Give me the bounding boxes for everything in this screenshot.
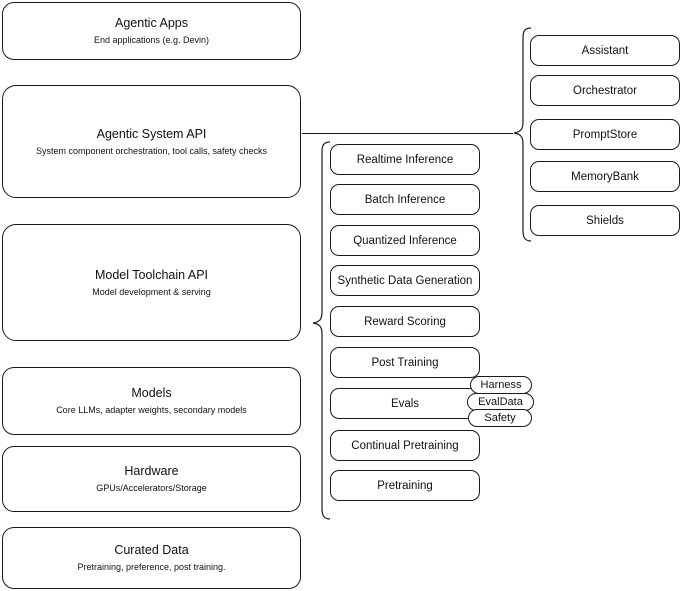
eval-pill-safety[interactable]: Safety — [468, 409, 532, 427]
layer-box-agentic-apps[interactable]: Agentic Apps End applications (e.g. Devi… — [2, 2, 301, 60]
toolchain-chip-synthetic-data-generation[interactable]: Synthetic Data Generation — [330, 265, 480, 296]
toolchain-chip-batch-inference[interactable]: Batch Inference — [330, 184, 480, 215]
layer-box-hardware[interactable]: Hardware GPUs/Accelerators/Storage — [2, 446, 301, 512]
chip-label: Assistant — [581, 44, 629, 57]
chip-label: MemoryBank — [571, 170, 639, 183]
layer-subtitle: End applications (e.g. Devin) — [93, 35, 210, 45]
chip-label: Batch Inference — [364, 193, 446, 206]
pill-label: Harness — [480, 379, 522, 391]
connector-system-api-to-components — [302, 133, 513, 134]
layer-subtitle: Pretraining, preference, post training. — [77, 562, 226, 572]
eval-pill-evaldata[interactable]: EvalData — [467, 393, 534, 411]
layer-title: Agentic System API — [96, 126, 207, 141]
layer-title: Agentic Apps — [115, 16, 188, 30]
layer-box-models[interactable]: Models Core LLMs, adapter weights, secon… — [2, 367, 301, 435]
chip-label: Shields — [586, 214, 624, 227]
toolchain-chip-pretraining[interactable]: Pretraining — [330, 470, 480, 501]
eval-pill-harness[interactable]: Harness — [470, 376, 532, 394]
brace-toolchain — [312, 141, 331, 520]
chip-label: Synthetic Data Generation — [337, 274, 473, 287]
toolchain-chip-quantized-inference[interactable]: Quantized Inference — [330, 225, 480, 256]
brace-system-components — [513, 27, 532, 242]
chip-label: Evals — [390, 397, 420, 410]
chip-label: Post Training — [371, 356, 439, 369]
layer-box-curated-data[interactable]: Curated Data Pretraining, preference, po… — [2, 527, 301, 589]
toolchain-chip-realtime-inference[interactable]: Realtime Inference — [330, 144, 480, 175]
layer-subtitle: Model development & serving — [92, 286, 211, 297]
layer-title: Models — [131, 386, 172, 400]
pill-label: Safety — [484, 412, 516, 424]
chip-label: Pretraining — [377, 479, 433, 492]
layer-title: Hardware — [124, 464, 179, 478]
layer-subtitle: GPUs/Accelerators/Storage — [96, 483, 207, 493]
toolchain-chip-reward-scoring[interactable]: Reward Scoring — [330, 306, 480, 337]
toolchain-chip-continual-pretraining[interactable]: Continual Pretraining — [330, 430, 480, 461]
toolchain-chip-evals[interactable]: Evals — [330, 388, 480, 419]
toolchain-chip-post-training[interactable]: Post Training — [330, 347, 480, 378]
layer-subtitle: Core LLMs, adapter weights, secondary mo… — [56, 405, 247, 415]
system-chip-memorybank[interactable]: MemoryBank — [530, 161, 680, 192]
system-chip-assistant[interactable]: Assistant — [530, 35, 680, 66]
system-chip-promptstore[interactable]: PromptStore — [530, 119, 680, 150]
system-chip-orchestrator[interactable]: Orchestrator — [530, 75, 680, 106]
layer-title: Curated Data — [114, 543, 189, 557]
system-chip-shields[interactable]: Shields — [530, 205, 680, 236]
chip-label: Realtime Inference — [356, 153, 454, 166]
chip-label: Orchestrator — [573, 84, 637, 97]
layer-subtitle: System component orchestration, tool cal… — [35, 145, 268, 156]
pill-label: EvalData — [478, 396, 523, 408]
chip-label: Quantized Inference — [353, 234, 457, 247]
chip-label: Continual Pretraining — [351, 439, 459, 452]
chip-label: PromptStore — [572, 128, 638, 141]
layer-box-model-toolchain-api[interactable]: Model Toolchain API Model development & … — [2, 224, 301, 341]
layer-title: Model Toolchain API — [94, 267, 209, 282]
chip-label: Reward Scoring — [364, 315, 446, 328]
layer-box-agentic-system-api[interactable]: Agentic System API System component orch… — [2, 85, 301, 198]
